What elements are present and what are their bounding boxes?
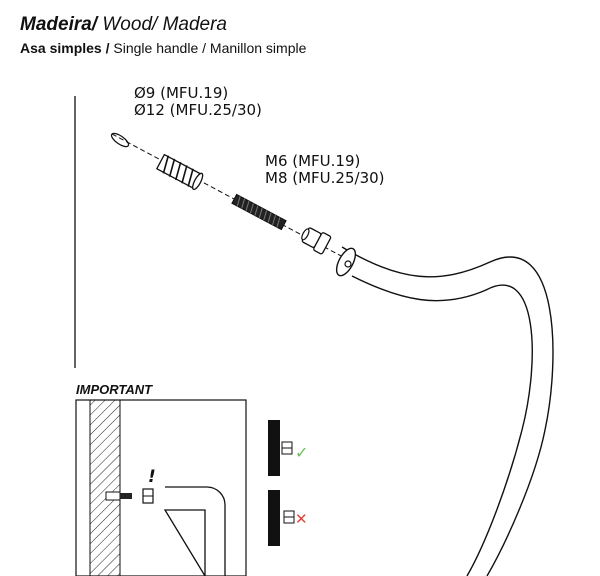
detail-insert <box>142 488 154 504</box>
handle-tube <box>335 246 554 576</box>
threaded-stud <box>231 193 287 231</box>
drill-size-12-label: Ø12 (MFU.25/30) <box>134 101 262 119</box>
wrong-cross-icon: ✕ <box>295 510 308 528</box>
wrong-example <box>268 490 295 546</box>
page-title: Madeira/ Wood/ Madera <box>20 14 227 36</box>
thread-m6-label: M6 (MFU.19) <box>265 152 361 170</box>
title-bold: Madeira/ <box>20 14 98 35</box>
drill-hole <box>110 132 130 148</box>
subtitle-rest: Single handle / Manillon simple <box>109 40 307 56</box>
important-box <box>75 399 247 576</box>
title-rest: Wood/ Madera <box>97 14 227 35</box>
important-heading: IMPORTANT <box>76 382 153 397</box>
threaded-insert <box>155 153 204 191</box>
detail-handle <box>163 486 226 576</box>
handle-screw-hole <box>344 260 352 268</box>
warning-mark: ! <box>148 467 156 487</box>
ok-check-icon: ✓ <box>295 443 308 462</box>
page-subtitle: Asa simples / Single handle / Manillon s… <box>20 40 306 56</box>
correct-example <box>268 420 293 476</box>
drill-size-9-label: Ø9 (MFU.19) <box>134 84 229 102</box>
fixing-nut <box>301 227 332 255</box>
thread-m8-label: M8 (MFU.25/30) <box>265 169 385 187</box>
wood-section <box>89 399 121 576</box>
subtitle-bold: Asa simples / <box>20 40 110 56</box>
detail-stud <box>105 491 132 501</box>
